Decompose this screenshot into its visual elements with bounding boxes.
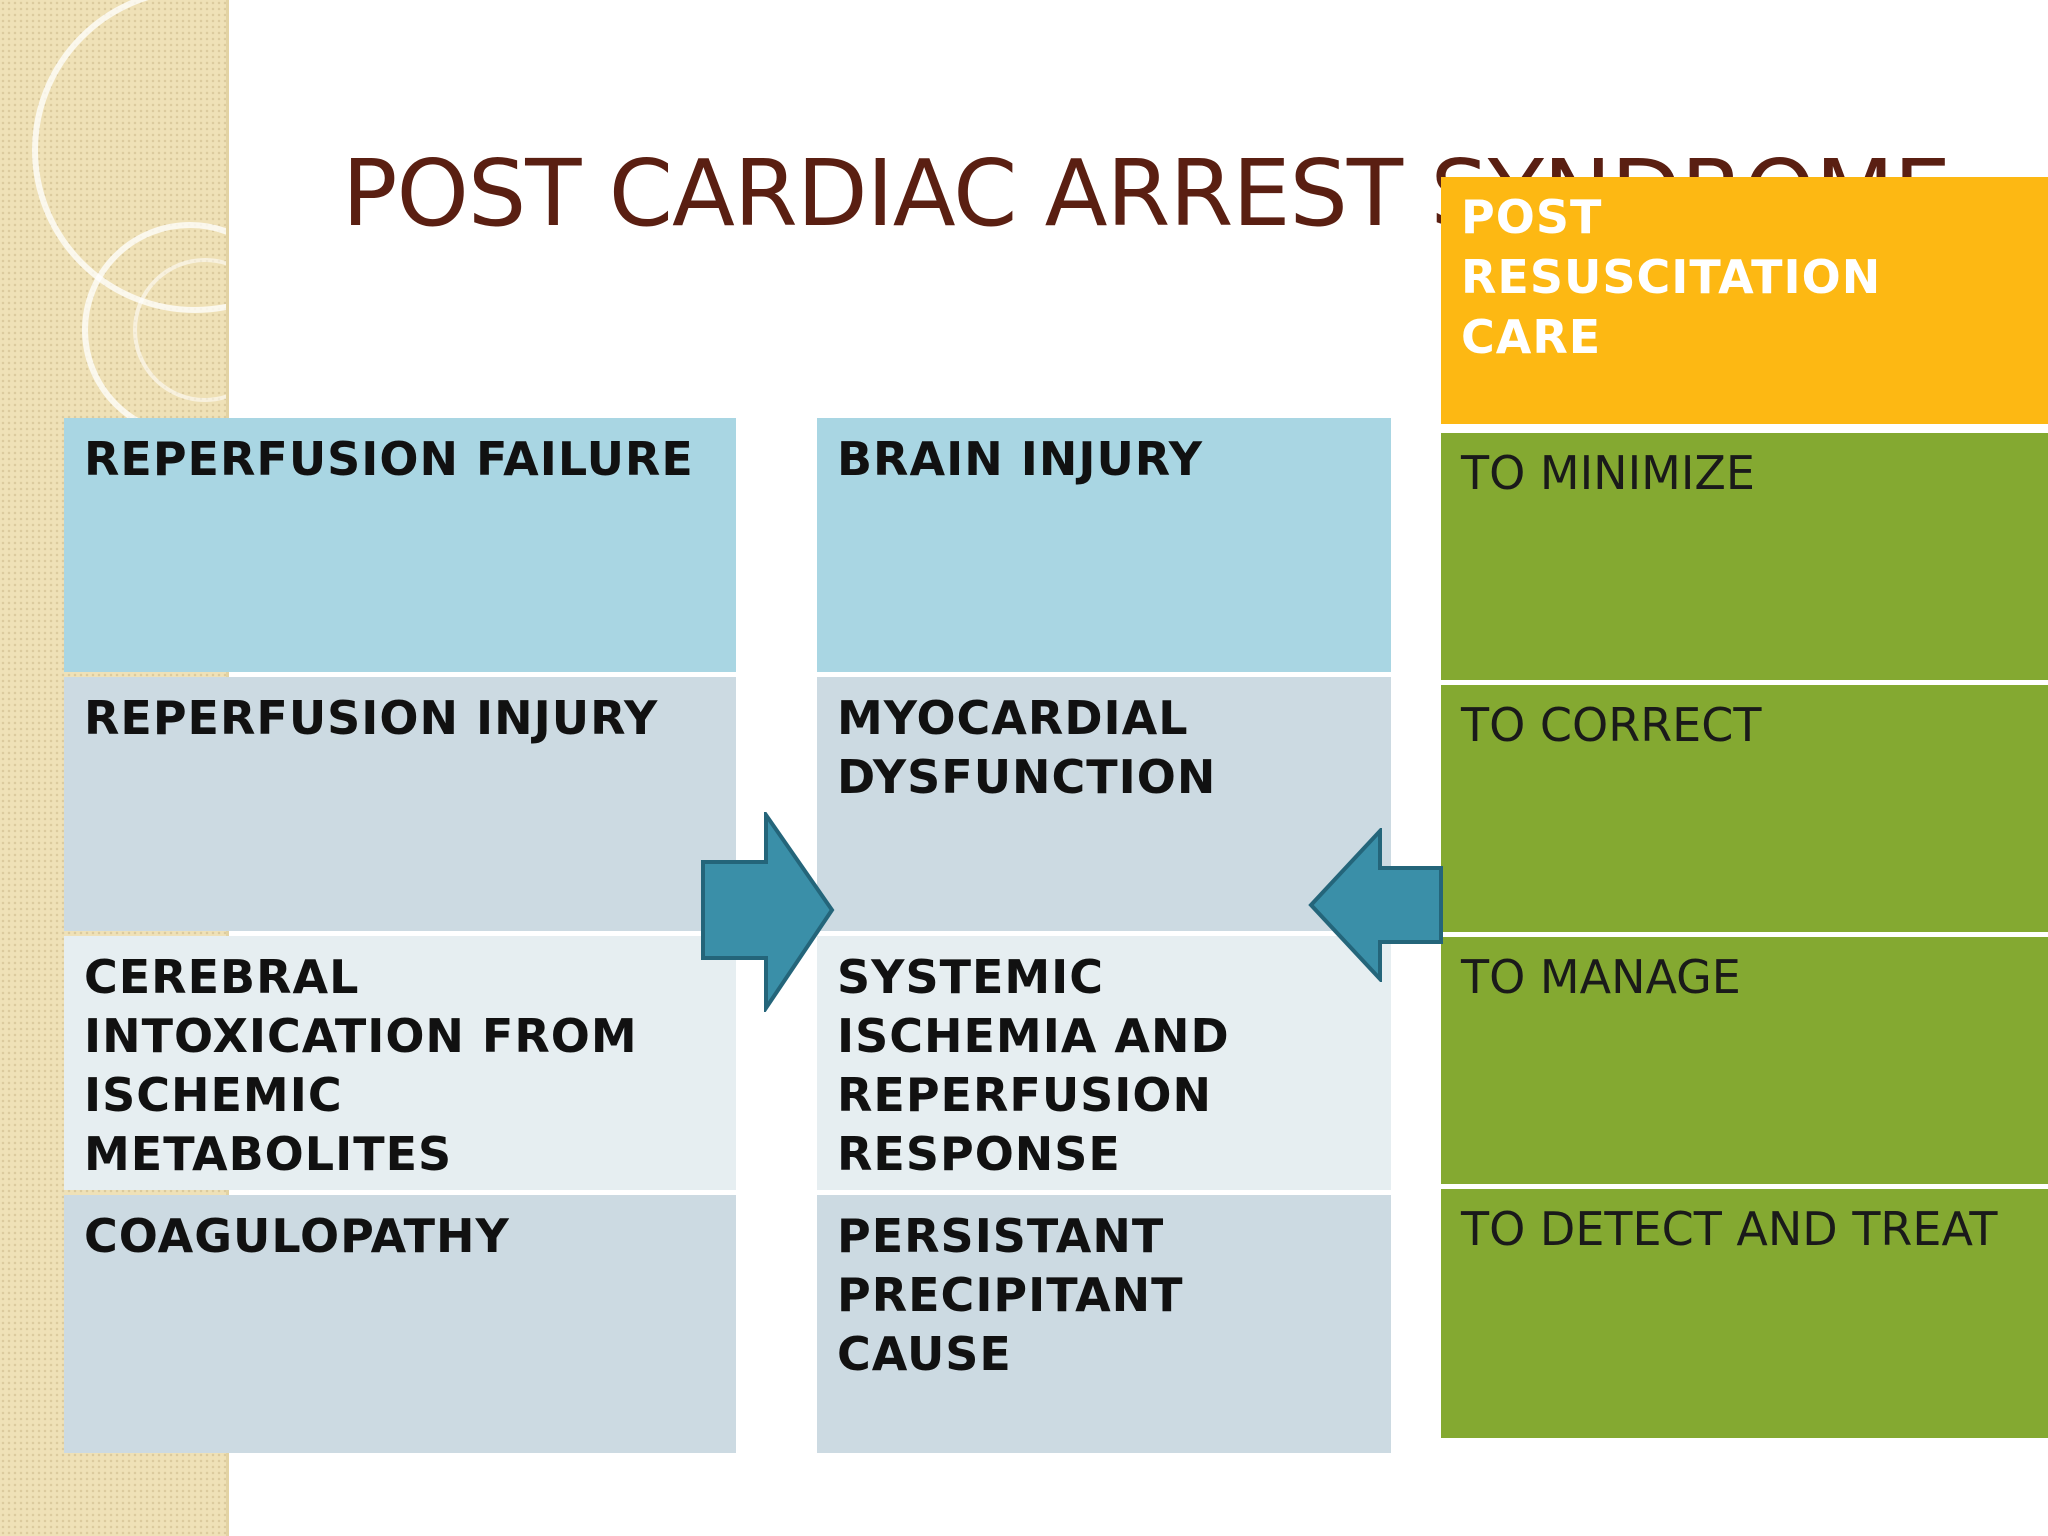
component-cell-1: BRAIN INJURY — [817, 418, 1391, 672]
component-cell-2: MYOCARDIAL DYSFUNCTION — [817, 677, 1391, 931]
care-item-4: TO DETECT AND TREAT — [1441, 1189, 2048, 1438]
cause-cell-3: CEREBRAL INTOXICATION FROM ISCHEMIC META… — [64, 936, 736, 1190]
cause-cell-1: REPERFUSION FAILURE — [64, 418, 736, 672]
care-item-1: TO MINIMIZE — [1441, 433, 2048, 680]
arrow-right-icon — [701, 812, 835, 1012]
component-cell-4: PERSISTANT PRECIPITANT CAUSE — [817, 1195, 1391, 1453]
care-item-3: TO MANAGE — [1441, 937, 2048, 1184]
cause-cell-4: COAGULOPATHY — [64, 1195, 736, 1453]
arrow-left-icon — [1308, 828, 1443, 982]
care-item-2: TO CORRECT — [1441, 685, 2048, 932]
component-cell-3: SYSTEMIC ISCHEMIA AND REPERFUSION RESPON… — [817, 936, 1391, 1190]
cause-cell-2: REPERFUSION INJURY — [64, 677, 736, 931]
care-header: POST RESUSCITATION CARE — [1441, 177, 2048, 424]
